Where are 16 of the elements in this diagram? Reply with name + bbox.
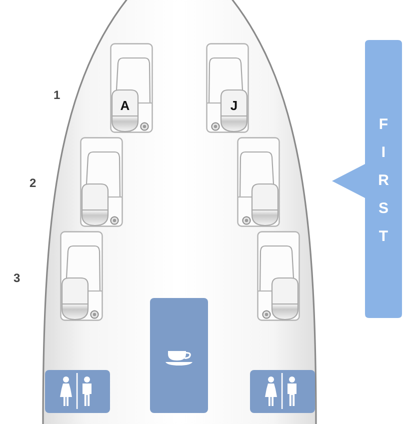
seat: [80, 137, 123, 227]
seat: [237, 137, 280, 227]
row-number: 2: [30, 176, 36, 190]
seat-letter: A: [119, 99, 131, 113]
row-number: 3: [14, 271, 20, 285]
seat: [60, 231, 103, 321]
lavatory-block: [250, 370, 315, 413]
galley-block: [150, 298, 208, 413]
seat: [110, 43, 153, 133]
row-number: 1: [54, 88, 60, 102]
class-banner: [331, 40, 403, 318]
seat: [206, 43, 249, 133]
class-name: FIRST: [378, 115, 390, 247]
lavatory-block: [45, 370, 110, 413]
seat: [257, 231, 300, 321]
seat-letter: J: [229, 99, 239, 113]
